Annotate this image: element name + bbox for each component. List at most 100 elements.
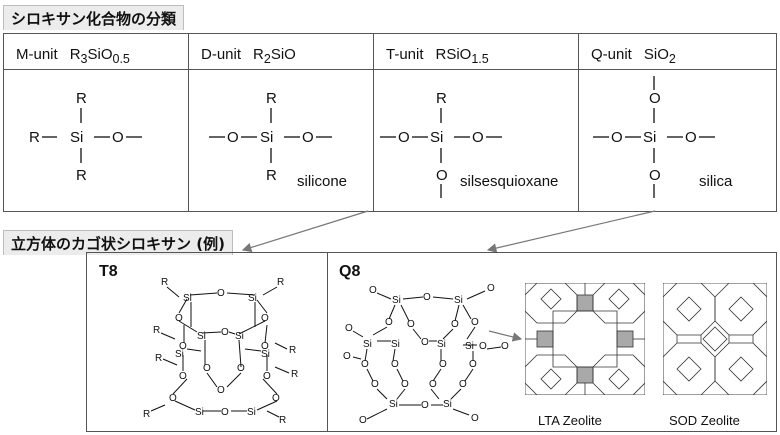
sod-zeolite-label: SOD Zeolite	[669, 413, 740, 428]
svg-text:Si: Si	[465, 341, 474, 352]
svg-text:Si: Si	[175, 349, 184, 360]
o-atom: O	[227, 129, 239, 146]
panel-divider	[327, 253, 328, 431]
svg-text:R: R	[155, 353, 162, 364]
svg-text:O: O	[345, 323, 353, 334]
o-atom: O	[112, 129, 124, 146]
svg-text:Si: Si	[392, 295, 401, 306]
svg-text:O: O	[221, 407, 229, 418]
svg-text:O: O	[429, 379, 437, 390]
svg-text:O: O	[179, 341, 187, 352]
unit-example-name: silica	[699, 173, 733, 190]
svg-text:Si: Si	[261, 349, 270, 360]
svg-text:R: R	[289, 345, 296, 356]
svg-text:O: O	[261, 313, 269, 324]
svg-text:O: O	[369, 285, 377, 296]
r-atom: R	[266, 167, 277, 184]
svg-text:O: O	[272, 393, 280, 404]
unit-name: M-unit	[16, 46, 58, 63]
d-unit-structure: R O Si O R	[209, 90, 332, 184]
o-atom: O	[649, 90, 661, 107]
o-atom: O	[398, 129, 410, 146]
svg-text:Si: Si	[248, 293, 257, 304]
unit-header-m: M-unit R3SiO0.5	[4, 34, 189, 70]
svg-text:O: O	[261, 341, 269, 352]
arrow-t-to-t8	[241, 210, 369, 253]
svg-text:O: O	[175, 313, 183, 324]
svg-text:Si: Si	[235, 331, 244, 342]
r-atom: R	[76, 90, 87, 107]
unit-example-name: silicone	[297, 173, 348, 190]
svg-text:O: O	[439, 359, 447, 370]
svg-text:O: O	[263, 371, 271, 382]
svg-text:O: O	[469, 359, 477, 370]
unit-formula: RSiO1.5	[435, 46, 489, 66]
unit-example-name: silsesquioxane	[460, 173, 559, 190]
r-atom: R	[76, 167, 87, 184]
unit-name: T-unit	[386, 46, 424, 63]
svg-text:Si: Si	[437, 339, 446, 350]
svg-text:R: R	[153, 325, 160, 336]
svg-text:Si: Si	[454, 295, 463, 306]
si-atom: Si	[260, 129, 273, 146]
si-atom: Si	[70, 129, 83, 146]
svg-text:R: R	[161, 277, 168, 288]
unit-structure-m: R R Si O R	[4, 70, 189, 211]
o-atom: O	[302, 129, 314, 146]
svg-text:R: R	[291, 369, 298, 380]
svg-text:O: O	[401, 379, 409, 390]
svg-text:R: R	[277, 277, 284, 288]
svg-text:R: R	[279, 415, 286, 425]
unit-structure-q: O O Si O O silica	[579, 70, 776, 211]
svg-text:O: O	[169, 393, 177, 404]
sod-zeolite-diagram	[663, 283, 767, 395]
svg-text:Si: Si	[363, 339, 372, 350]
arrow-q-to-q8	[486, 210, 656, 253]
svg-text:O: O	[361, 359, 369, 370]
unit-structure-d: R O Si O R silicone	[189, 70, 374, 211]
svg-text:O: O	[471, 317, 479, 328]
unit-header-t: T-unit RSiO1.5	[374, 34, 579, 70]
svg-text:O: O	[423, 292, 431, 303]
r-atom: R	[436, 90, 447, 107]
svg-text:O: O	[203, 363, 211, 374]
unit-structure-t: R O Si O O silsesquioxane	[374, 70, 579, 211]
si-atom: Si	[643, 129, 656, 146]
svg-text:O: O	[421, 400, 429, 411]
o-atom: O	[436, 167, 448, 184]
r-atom: R	[266, 90, 277, 107]
svg-text:Si: Si	[197, 331, 206, 342]
svg-text:O: O	[221, 327, 229, 338]
q-unit-structure: O O Si O O	[593, 76, 715, 198]
svg-text:O: O	[391, 359, 399, 370]
t-unit-structure: R O Si O O	[380, 90, 502, 198]
section-title-classification: シロキサン化合物の分類	[3, 5, 185, 30]
svg-text:O: O	[407, 319, 415, 330]
svg-text:O: O	[479, 341, 487, 352]
o-atom: O	[649, 167, 661, 184]
unit-name: Q-unit	[591, 46, 632, 63]
svg-text:O: O	[371, 379, 379, 390]
o-atom: O	[685, 129, 697, 146]
unit-formula: R3SiO0.5	[69, 46, 130, 66]
q8-to-zeolite-arrow	[488, 330, 523, 342]
svg-text:R: R	[143, 409, 150, 420]
q8-label: Q8	[339, 263, 361, 280]
svg-text:O: O	[217, 385, 225, 396]
section-title-cage-siloxanes: 立方体のカゴ状シロキサン (例)	[3, 230, 233, 255]
svg-text:O: O	[359, 415, 367, 425]
t8-label: T8	[99, 263, 118, 280]
svg-text:Si: Si	[443, 399, 452, 410]
svg-text:Si: Si	[247, 407, 256, 418]
svg-text:Si: Si	[195, 407, 204, 418]
r-atom: R	[29, 129, 40, 146]
unit-name: D-unit	[201, 46, 242, 63]
svg-text:Si: Si	[391, 339, 400, 350]
m-unit-structure: R R Si O R	[29, 90, 142, 184]
unit-formula: R2SiO	[253, 46, 296, 66]
svg-text:O: O	[471, 413, 479, 424]
